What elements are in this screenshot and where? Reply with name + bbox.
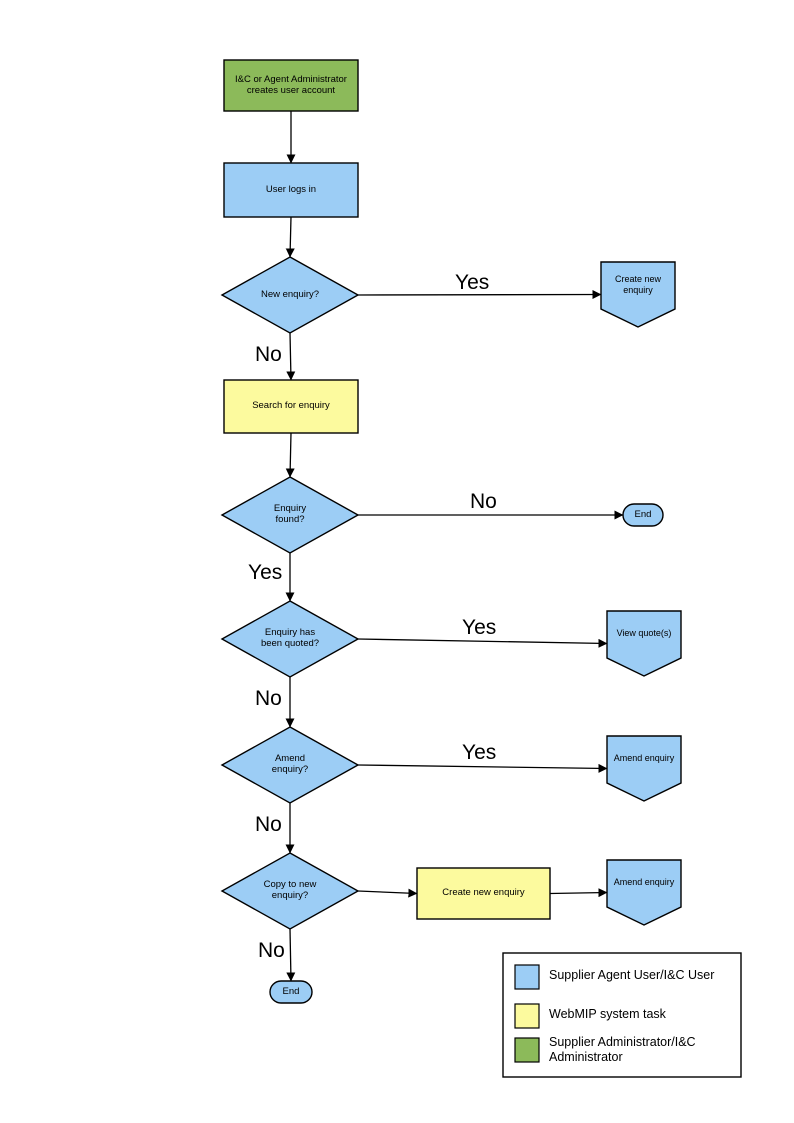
node-end-not-found [622, 503, 664, 527]
node-view-quotes [606, 610, 682, 677]
edge-edge-createnew-to-amend [549, 888, 608, 898]
edge-label-edge-found-no: No [470, 490, 497, 513]
edge-label-edge-amend-no: No [255, 813, 282, 836]
legend-text-legend-supplier-administrator: Supplier Administrator/I&C Administrator [549, 1035, 696, 1064]
edge-edge-copy-no [286, 928, 296, 982]
node-create-new-enquiry-bottom [416, 867, 551, 920]
node-copy-to-new-decision [220, 852, 360, 930]
edge-edge-quoted-yes [357, 638, 608, 648]
node-search-for-enquiry [223, 379, 359, 434]
node-amend-enquiry-action [606, 735, 682, 802]
edge-edge-newenquiry-no [286, 332, 296, 381]
edge-label-edge-copy-no: No [258, 939, 285, 962]
edge-label-edge-quoted-no: No [255, 687, 282, 710]
node-create-new-enquiry-top [600, 261, 676, 328]
legend-text-legend-webmip-system-task: WebMIP system task [549, 1007, 666, 1021]
edge-edge-newenquiry-yes [357, 289, 602, 300]
edge-edge-copy-yes [357, 888, 418, 898]
edge-label-edge-amend-yes: Yes [462, 741, 497, 764]
node-amend-enquiry-copy [606, 859, 682, 926]
edge-label-edge-quoted-yes: Yes [462, 616, 497, 639]
node-end-final [269, 980, 313, 1004]
shapes-layer [220, 59, 682, 1004]
node-new-enquiry-decision [220, 256, 360, 334]
edge-edge-login-to-newenquiry [285, 216, 295, 258]
edge-label-edge-found-yes: Yes [248, 561, 283, 584]
edge-edge-amend-yes [357, 763, 608, 773]
node-enquiry-quoted-decision [220, 600, 360, 678]
edge-edge-search-to-found [285, 432, 295, 478]
node-admin-creates-account [223, 59, 359, 112]
node-user-logs-in [223, 162, 359, 218]
edges-layer [285, 111, 624, 982]
edge-label-edge-newenquiry-yes: Yes [455, 271, 490, 294]
node-enquiry-found-decision [220, 476, 360, 554]
node-amend-enquiry-decision [220, 726, 360, 804]
edge-label-edge-newenquiry-no: No [255, 343, 282, 366]
legend-text-legend-supplier-agent-user: Supplier Agent User/I&C User [549, 968, 715, 982]
